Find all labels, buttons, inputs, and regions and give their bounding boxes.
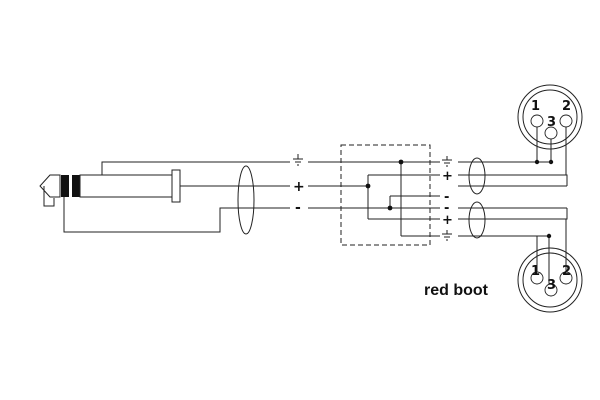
- bottom-pin2-label: 2: [562, 264, 571, 279]
- splitter-box: [340, 144, 431, 246]
- jack-signal-ground-icon: [293, 154, 303, 166]
- wire-bottom-pin1: [536, 235, 549, 272]
- bottom-signal-ground-icon: [442, 230, 452, 241]
- jack-signal-plus: +: [293, 179, 305, 195]
- bottom-pin3-label: 3: [547, 278, 556, 293]
- top-signal-plus: +: [442, 169, 453, 184]
- bottom-pin3-contact: [544, 283, 558, 297]
- cable-bundle-top: [468, 157, 486, 195]
- jack-tip: [39, 174, 61, 198]
- bottom-pin1-label: 1: [531, 264, 540, 279]
- wire-bottom-pin2: [565, 208, 568, 272]
- jack-sleeve-band: [72, 175, 80, 197]
- top-xlr-connector: 1 2 3: [517, 84, 583, 150]
- top-signal-ground-icon: [442, 156, 452, 167]
- jack-signal-minus: -: [295, 200, 301, 216]
- junction-ground: [398, 159, 404, 165]
- wire-top-pin2: [565, 127, 568, 186]
- jack-handle: [171, 169, 181, 203]
- top-signal-minus: -: [444, 190, 449, 205]
- top-pin2-label: 2: [562, 99, 571, 114]
- red-boot-label: red boot: [424, 282, 489, 299]
- cable-bundle-left: [237, 165, 255, 235]
- stereo-jack-plug: [39, 169, 181, 203]
- jack-shaft: [79, 174, 173, 198]
- wire-top-pin1: [536, 127, 545, 163]
- junction-minus: [387, 205, 393, 211]
- top-pin3-label: 3: [547, 115, 556, 130]
- cable-bundle-bottom: [468, 201, 486, 239]
- wire-jack-tip: [43, 185, 290, 207]
- top-pin1-label: 1: [531, 99, 540, 114]
- bottom-signal-plus: +: [442, 213, 453, 228]
- wire-jack-ground: [101, 161, 290, 175]
- bottom-signal-minus: -: [444, 201, 449, 216]
- bottom-xlr-connector: 1 2 3: [517, 247, 583, 313]
- jack-ring-band: [61, 175, 69, 197]
- top-pin1-contact: [530, 114, 544, 128]
- junction-plus: [365, 183, 371, 189]
- top-pin2-contact: [559, 114, 573, 128]
- wire-jack-ring: [63, 197, 290, 233]
